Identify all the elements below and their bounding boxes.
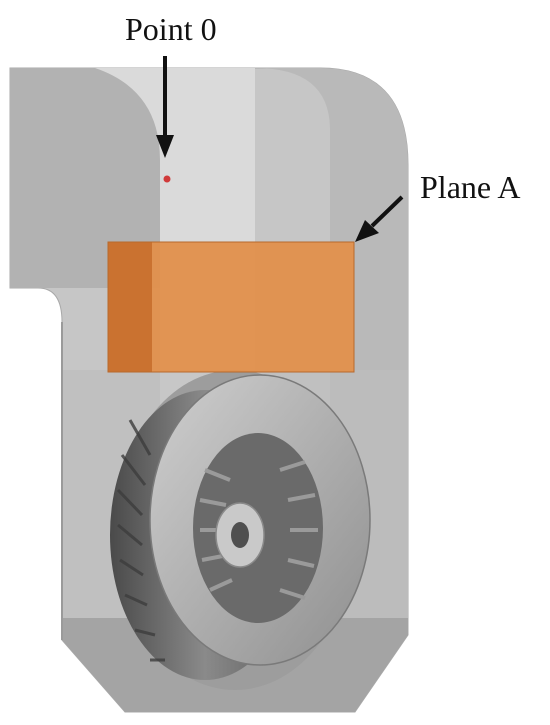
plane-arrow	[355, 195, 404, 242]
impeller-blades	[116, 419, 165, 662]
point-arrow	[156, 56, 174, 158]
impeller-hub-hole	[231, 522, 249, 548]
plane-a-outline	[107, 241, 355, 373]
plane-a	[107, 241, 355, 373]
point-0-marker	[163, 175, 171, 183]
plane-a-label: Plane A	[420, 169, 520, 205]
housing-left-shoulder	[10, 68, 160, 288]
point-0-label: Point 0	[125, 11, 217, 47]
plane-a-left-face	[108, 242, 152, 372]
impeller	[110, 370, 371, 690]
